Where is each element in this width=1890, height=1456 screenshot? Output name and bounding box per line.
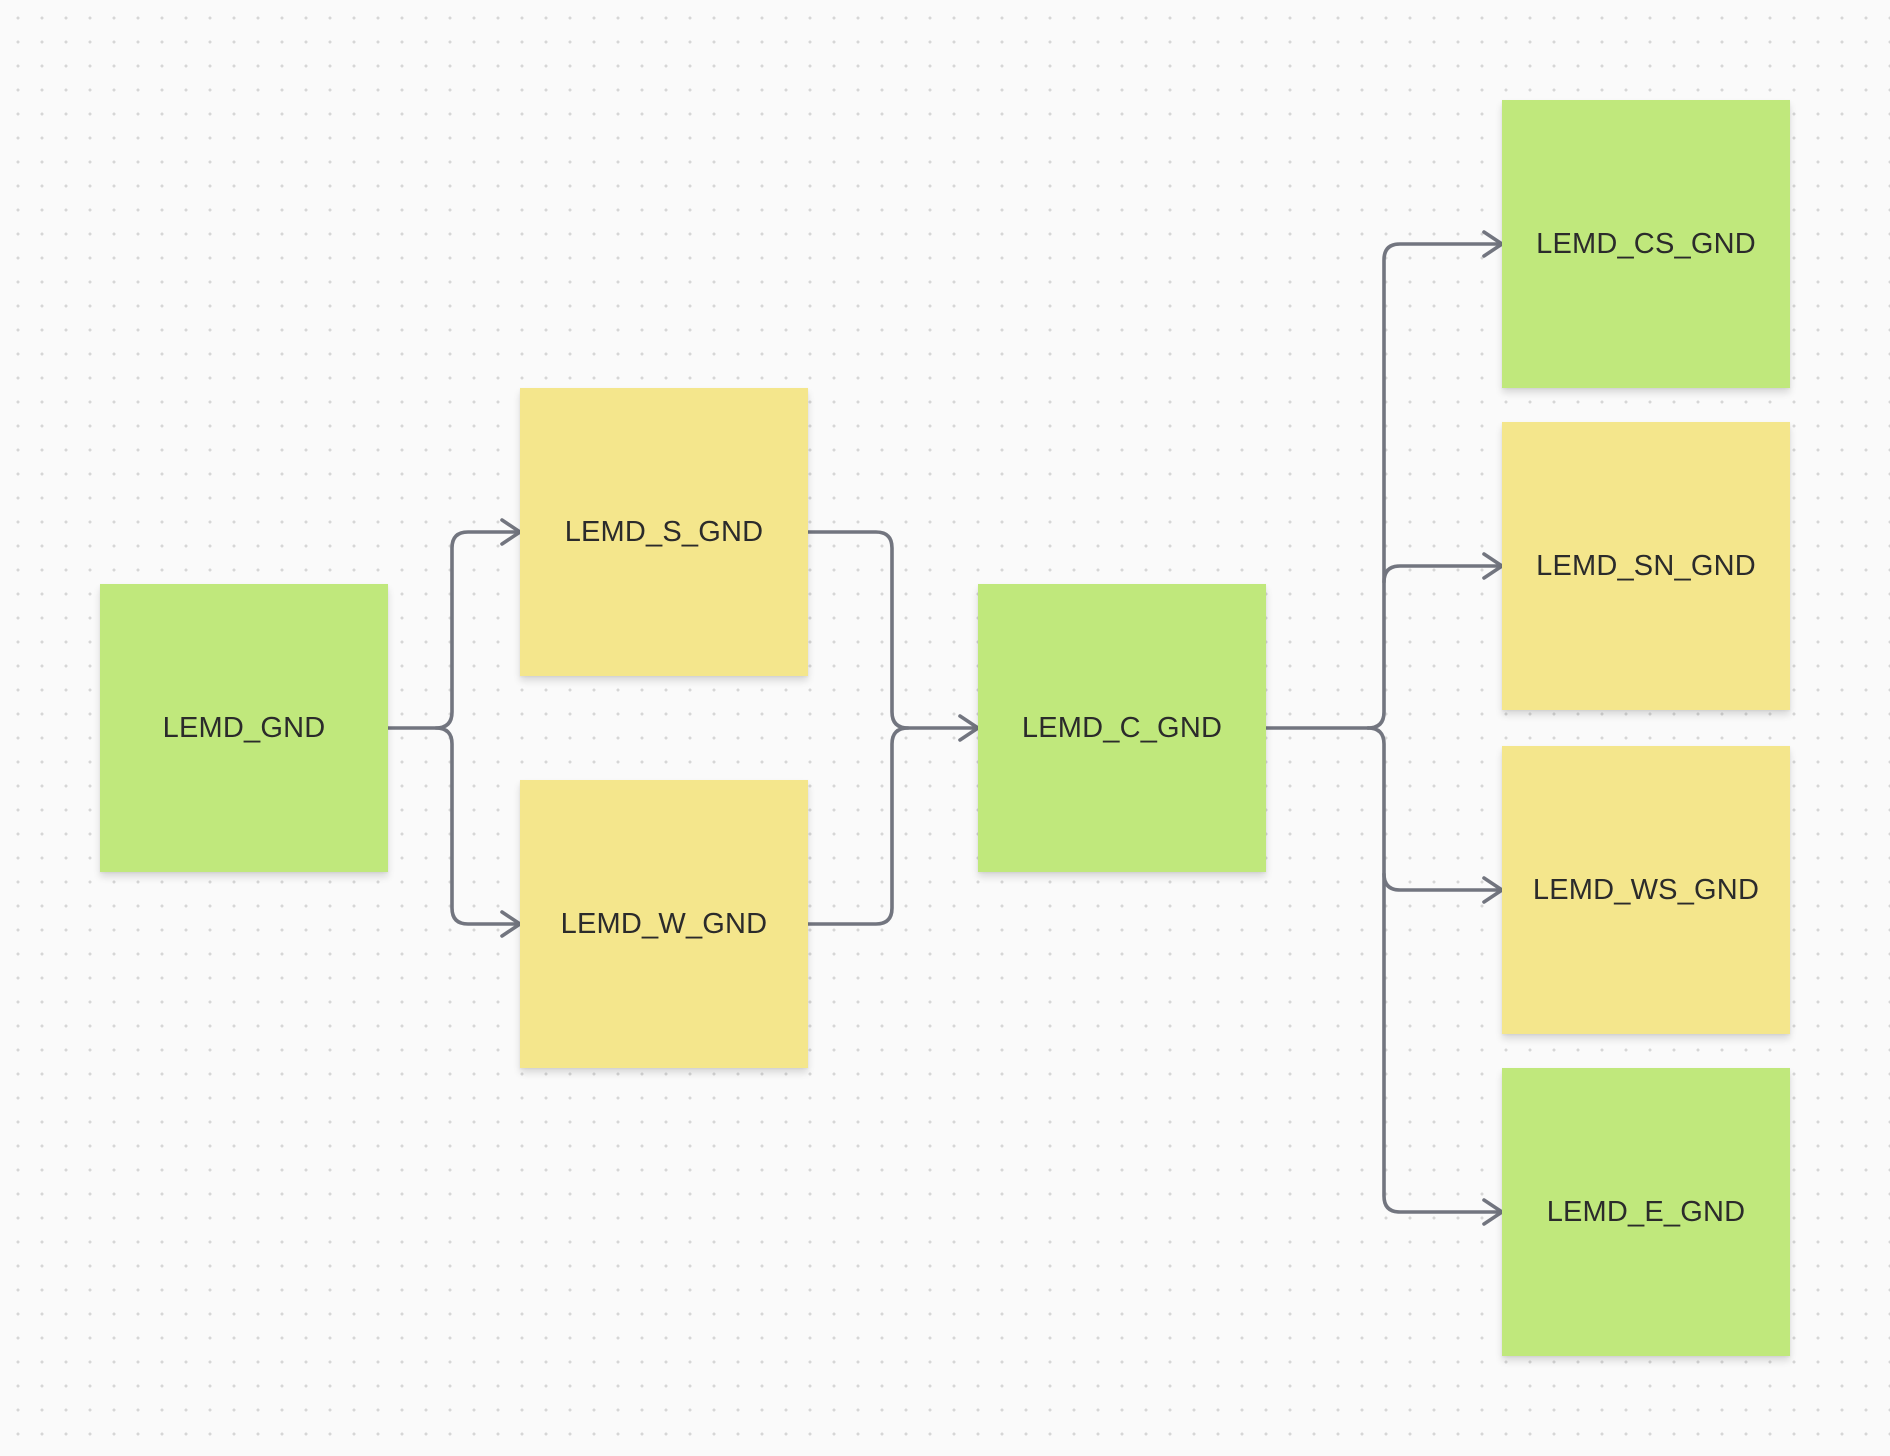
arrowhead-lemd-w-gnd	[500, 910, 522, 938]
sticky-note-label: LEMD_E_GND	[1546, 1195, 1746, 1228]
sticky-note-lemd-s-gnd[interactable]: LEMD_S_GND	[520, 388, 808, 676]
arrowhead-lemd-ws-gnd	[1482, 876, 1504, 904]
arrowhead-lemd-cs-gnd	[1482, 230, 1504, 258]
arrowhead-lemd-e-gnd	[1482, 1198, 1504, 1226]
connector-lemd-c-gnd-to-lemd-sn-gnd[interactable]	[1382, 564, 1504, 584]
sticky-note-label: LEMD_W_GND	[560, 907, 768, 940]
sticky-note-lemd-c-gnd[interactable]: LEMD_C_GND	[978, 584, 1266, 872]
sticky-note-label: LEMD_CS_GND	[1536, 227, 1756, 260]
connector-lemd-gnd-to-lemd-w-gnd[interactable]	[434, 726, 522, 926]
connector-lemd-c-gnd-to-lemd-e-gnd[interactable]	[1366, 726, 1504, 1214]
sticky-note-lemd-w-gnd[interactable]: LEMD_W_GND	[520, 780, 808, 1068]
connector-lemd-c-gnd-to-lemd-cs-gnd[interactable]	[1366, 242, 1504, 730]
sticky-note-lemd-cs-gnd[interactable]: LEMD_CS_GND	[1502, 100, 1790, 388]
connector-lemd-c-gnd-to-lemd-ws-gnd[interactable]	[1382, 872, 1504, 892]
arrowhead-lemd-c-gnd	[958, 714, 980, 742]
sticky-note-label: LEMD_WS_GND	[1532, 873, 1760, 906]
sticky-note-label: LEMD_S_GND	[564, 515, 764, 548]
sticky-note-label: LEMD_C_GND	[1021, 711, 1223, 744]
connector-lemd-w-gnd-to-lemd-c-gnd[interactable]	[806, 726, 910, 926]
sticky-note-lemd-gnd[interactable]: LEMD_GND	[100, 584, 388, 872]
arrowhead-lemd-sn-gnd	[1482, 552, 1504, 580]
arrowhead-lemd-s-gnd	[500, 518, 522, 546]
sticky-note-lemd-sn-gnd[interactable]: LEMD_SN_GND	[1502, 422, 1790, 710]
sticky-note-lemd-ws-gnd[interactable]: LEMD_WS_GND	[1502, 746, 1790, 1034]
sticky-note-label: LEMD_GND	[162, 711, 326, 744]
sticky-note-label: LEMD_SN_GND	[1536, 549, 1756, 582]
sticky-note-lemd-e-gnd[interactable]: LEMD_E_GND	[1502, 1068, 1790, 1356]
connector-lemd-gnd-to-lemd-s-gnd[interactable]	[386, 530, 522, 730]
connector-lemd-s-gnd-to-lemd-c-gnd[interactable]	[806, 530, 980, 730]
